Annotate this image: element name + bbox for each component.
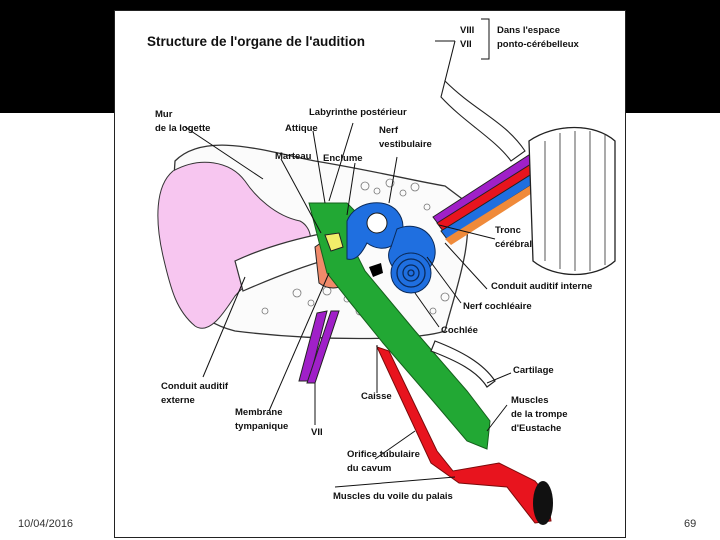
cavum-opening (533, 481, 553, 525)
figure-title: Structure de l'organe de l'audition (147, 34, 365, 49)
label-muscles-voile: Muscles du voile du palais (333, 491, 453, 502)
label-caisse: Caisse (361, 391, 392, 402)
label-vii-bottom: VII (311, 427, 323, 438)
label-enclume: Enclume (323, 153, 363, 164)
label-membrane-2: tympanique (235, 421, 288, 432)
label-muscles-trompe-3: d'Eustache (511, 423, 561, 434)
slide-page-number: 69 (684, 518, 697, 530)
cerebellum-edge (440, 79, 526, 162)
label-labyrinthe: Labyrinthe postérieur (309, 107, 407, 118)
label-nerf-cochleaire: Nerf cochléaire (463, 301, 532, 312)
label-conduit-externe-1: Conduit auditif (161, 381, 229, 392)
label-muscles-trompe-1: Muscles (511, 395, 549, 406)
label-espace-1: Dans l'espace (497, 25, 560, 36)
label-mur-2: de la logette (155, 123, 210, 134)
label-cartilage: Cartilage (513, 365, 554, 376)
leader-lines (184, 18, 512, 488)
nerve-bundle (432, 150, 551, 245)
label-conduit-externe-2: externe (161, 395, 195, 406)
slide-date: 10/04/2016 (18, 518, 74, 530)
label-marteau: Marteau (275, 151, 312, 162)
ear-anatomy-figure: Structure de l'organe de l'audition (114, 10, 626, 538)
label-viii: VIII (460, 25, 474, 36)
label-tronc-2: cérébral (495, 239, 532, 250)
brainstem-striation (544, 131, 606, 271)
cochlea-spiral (396, 258, 426, 288)
ear-anatomy-diagram: Structure de l'organe de l'audition (147, 18, 616, 525)
label-cochlee: Cochlée (441, 325, 478, 336)
label-vii-top: VII (460, 39, 472, 50)
brainstem (528, 126, 616, 276)
ossicle-yellow (324, 232, 344, 252)
label-membrane-1: Membrane (235, 407, 283, 418)
label-conduit-interne: Conduit auditif interne (491, 281, 592, 292)
label-tronc-1: Tronc (495, 225, 521, 236)
label-muscles-trompe-2: de la trompe (511, 409, 568, 420)
label-nerf-vest-1: Nerf (379, 125, 399, 136)
label-orifice-2: du cavum (347, 463, 391, 474)
label-nerf-vest-2: vestibulaire (379, 139, 432, 150)
cartilage (430, 340, 496, 388)
label-attique: Attique (285, 123, 318, 134)
label-orifice-1: Orifice tubulaire (347, 449, 420, 460)
label-mur-1: Mur (155, 109, 173, 120)
round-window (369, 263, 383, 277)
label-espace-2: ponto-cérébelleux (497, 39, 580, 50)
